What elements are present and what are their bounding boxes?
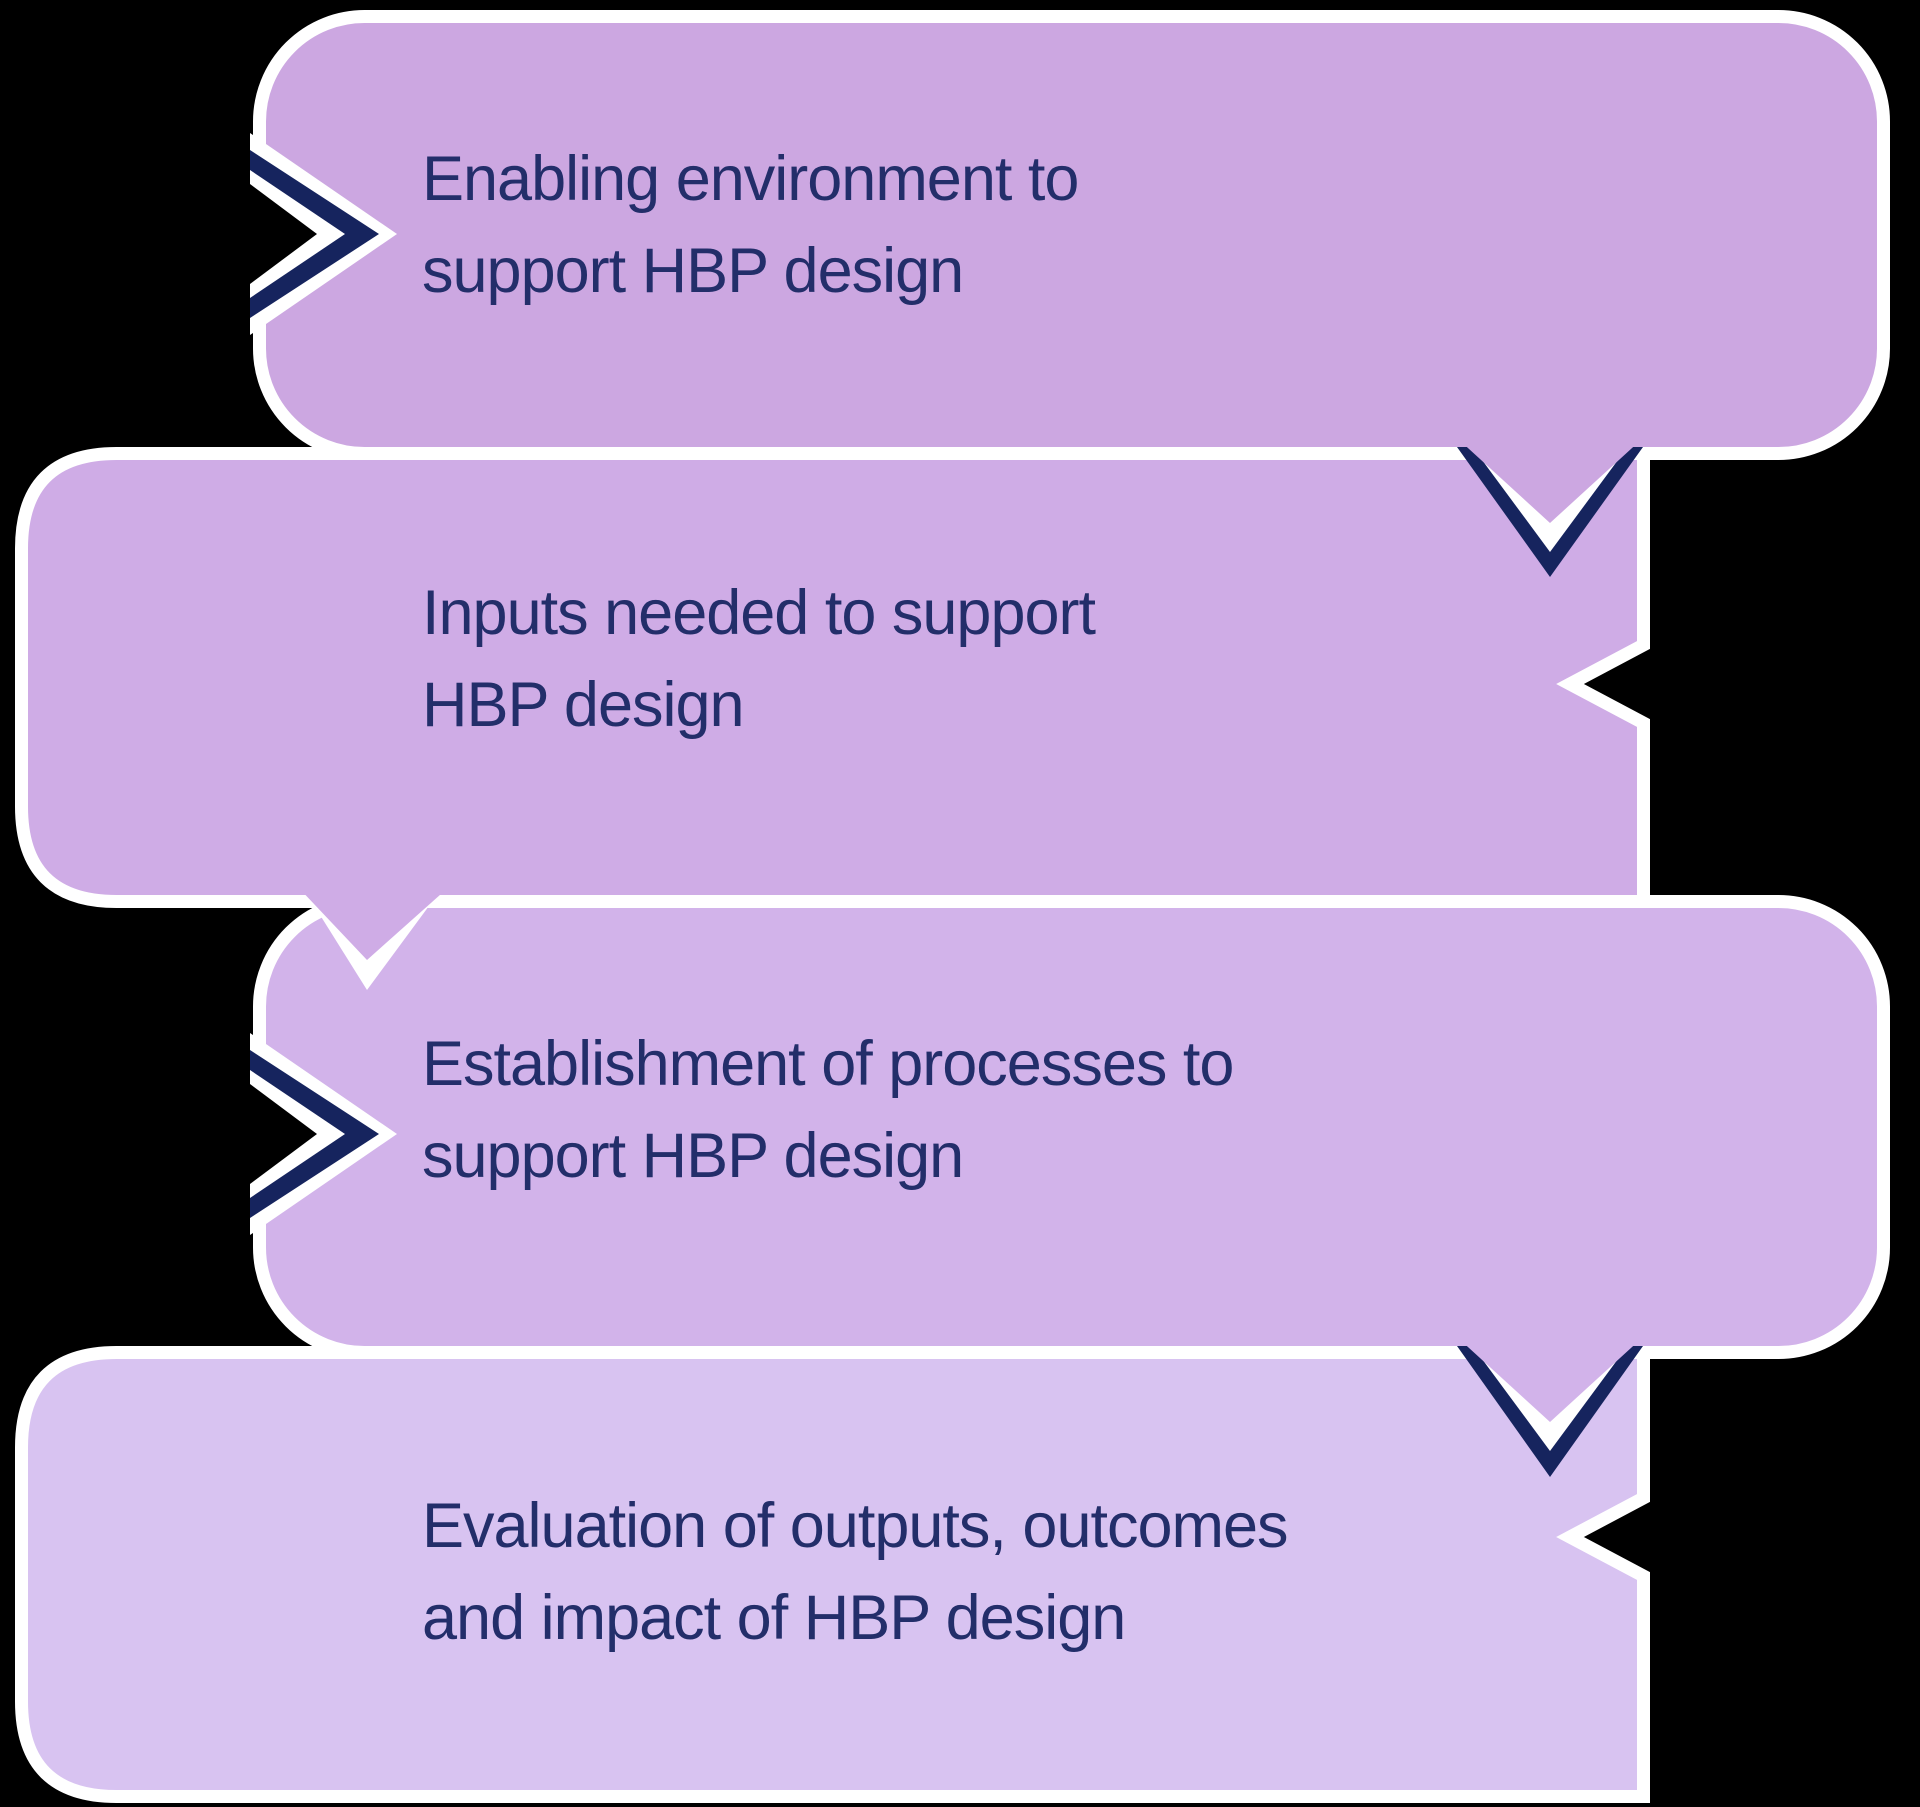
step-1-box	[253, 10, 1890, 460]
chevron-down-icon-2	[1457, 1337, 1643, 1477]
tail-down-icon	[297, 886, 450, 990]
chevron-right-icon-2	[250, 1033, 397, 1235]
chevron-down-icon-1	[1457, 438, 1643, 577]
step-3-box	[253, 895, 1890, 1359]
step-4-box	[15, 1346, 1650, 1803]
step-2-box	[15, 447, 1650, 908]
chevron-right-icon-1	[250, 133, 397, 335]
